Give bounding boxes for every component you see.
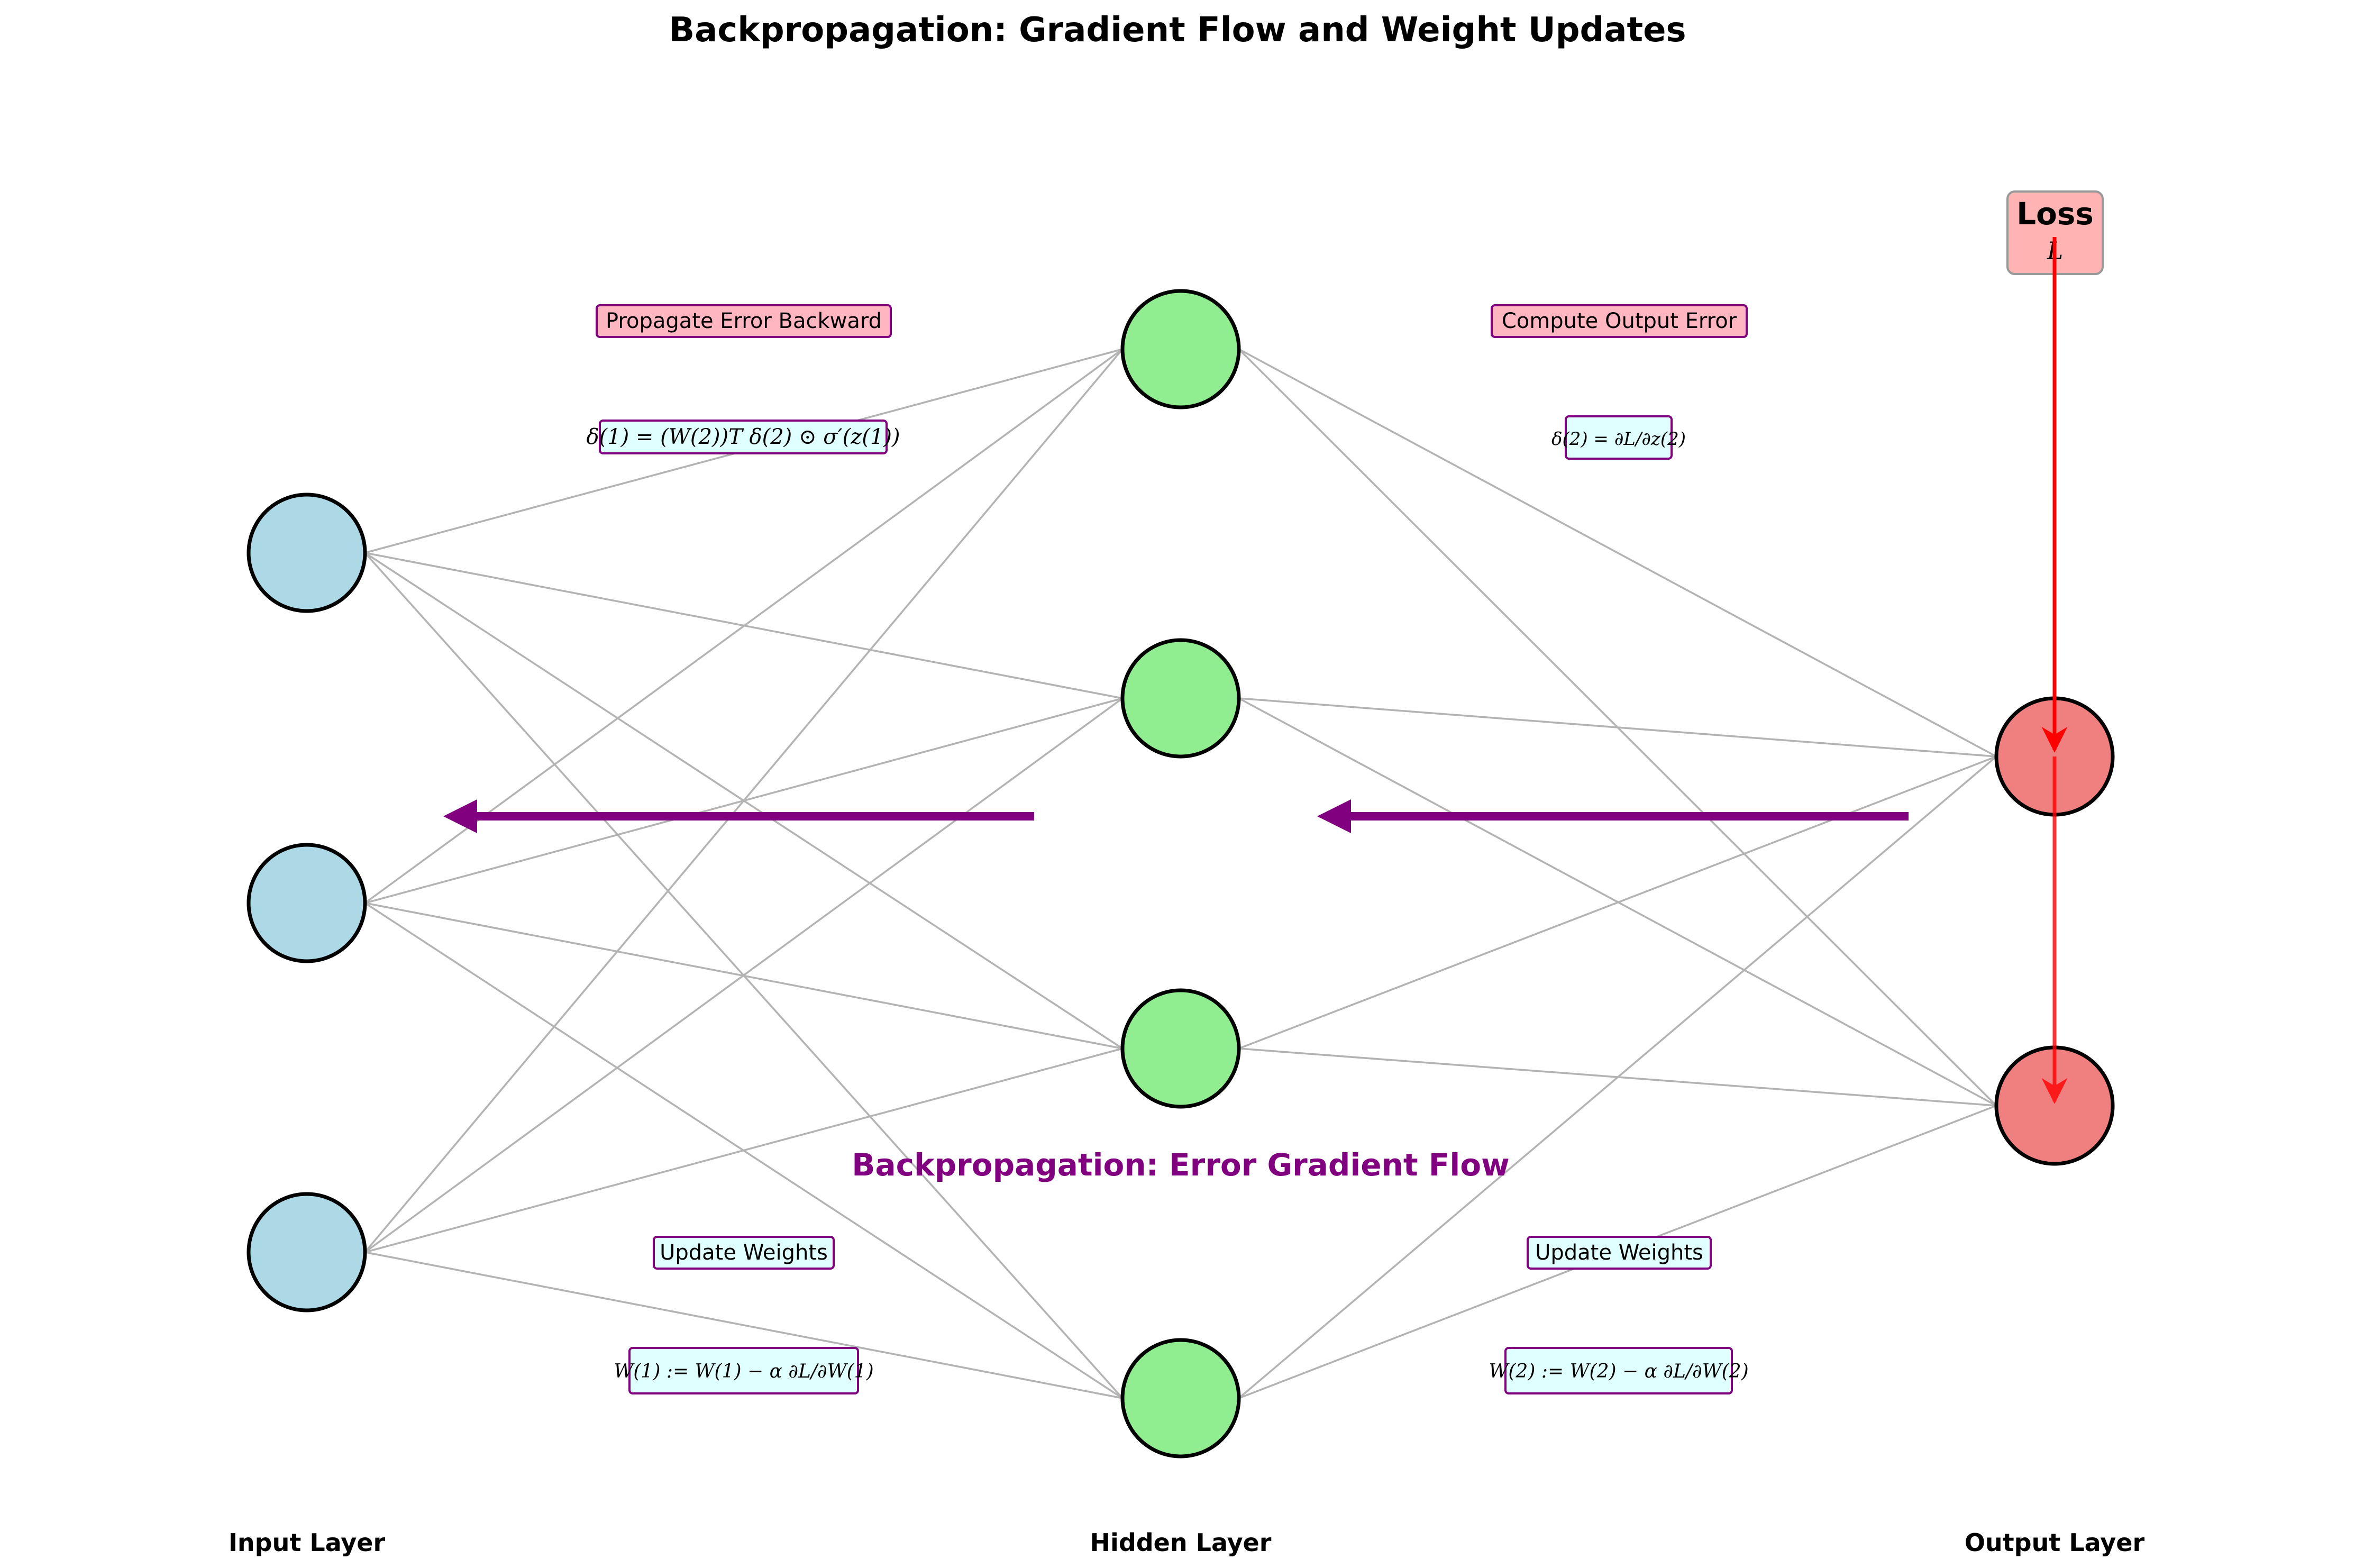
hidden-node-2 bbox=[1120, 638, 1241, 759]
update-weights-left-box: Update Weights bbox=[653, 1236, 835, 1270]
propagate-error-label: Propagate Error Backward bbox=[606, 309, 882, 333]
edge-hidden-output-4-1 bbox=[1238, 755, 1997, 1399]
w2-update-formula: W(2) := W(2) − α ∂L/∂W(2) bbox=[1489, 1361, 1748, 1382]
delta1-formula: δ(1) = (W(2))T δ(2) ⊙ σ′(z(1)) bbox=[586, 425, 900, 449]
edge-input-hidden-3-4 bbox=[364, 1251, 1123, 1399]
connections-group bbox=[364, 348, 1997, 1399]
delta2-formula: δ(2) = ∂L/∂z(2) bbox=[1551, 429, 1686, 450]
edge-input-hidden-2-1 bbox=[364, 348, 1124, 904]
edge-hidden-output-3-1 bbox=[1238, 755, 1997, 1050]
edge-input-hidden-3-3 bbox=[364, 1047, 1123, 1253]
hidden-node-3 bbox=[1120, 988, 1241, 1109]
compute-output-error-label: Compute Output Error bbox=[1502, 309, 1737, 333]
update-weights-right-box: Update Weights bbox=[1527, 1236, 1712, 1270]
input-node-2 bbox=[247, 843, 367, 963]
delta1-formula-box: δ(1) = (W(2))T δ(2) ⊙ σ′(z(1)) bbox=[586, 420, 900, 454]
edge-input-hidden-3-1 bbox=[364, 348, 1124, 1253]
hidden-node-1 bbox=[1120, 289, 1241, 409]
edge-hidden-output-2-1 bbox=[1238, 697, 1997, 758]
w1-update-formula: W(1) := W(1) − α ∂L/∂W(1) bbox=[614, 1361, 873, 1382]
flow-label: Backpropagation: Error Gradient Flow bbox=[852, 1147, 1509, 1183]
edge-input-hidden-3-2 bbox=[364, 697, 1124, 1253]
hidden-node-4 bbox=[1120, 1338, 1241, 1458]
input-node-3 bbox=[247, 1192, 367, 1312]
w1-update-formula-box: W(1) := W(1) − α ∂L/∂W(1) bbox=[614, 1347, 874, 1394]
edge-hidden-output-1-1 bbox=[1238, 348, 1997, 758]
input-node-1 bbox=[247, 493, 367, 613]
input-layer-label: Input Layer bbox=[229, 1528, 386, 1557]
update-weights-right-label: Update Weights bbox=[1535, 1241, 1703, 1265]
diagram-title: Backpropagation: Gradient Flow and Weigh… bbox=[669, 11, 1686, 50]
output-layer-label: Output Layer bbox=[1965, 1528, 2145, 1557]
w2-update-formula-box: W(2) := W(2) − α ∂L/∂W(2) bbox=[1489, 1347, 1749, 1394]
delta2-formula-box: δ(2) = ∂L/∂z(2) bbox=[1551, 415, 1686, 460]
input-layer-nodes bbox=[247, 493, 367, 1312]
hidden-layer-label: Hidden Layer bbox=[1090, 1528, 1272, 1557]
hidden-layer-nodes bbox=[1120, 289, 1241, 1458]
compute-output-error-box: Compute Output Error bbox=[1491, 304, 1748, 338]
propagate-error-box: Propagate Error Backward bbox=[596, 304, 892, 338]
update-weights-left-label: Update Weights bbox=[660, 1241, 828, 1265]
loss-label: Loss bbox=[2016, 196, 2094, 232]
